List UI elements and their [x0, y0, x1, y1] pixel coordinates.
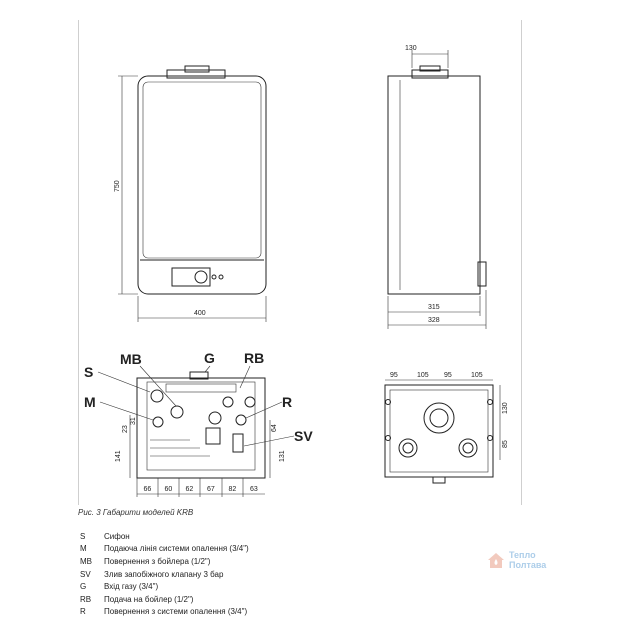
dim-bottom-5: 63: [250, 486, 258, 493]
dim-top: 130: [405, 45, 417, 52]
legend-code: RB: [80, 594, 92, 604]
dim-bottom-2: 62: [186, 486, 194, 493]
dim-depth-outer: 328: [428, 317, 440, 324]
legend-text: Подача на бойлер (1/2"): [104, 594, 194, 604]
watermark-logo: Тепло Полтава: [486, 550, 546, 570]
legend-text: Повернення з бойлера (1/2"): [104, 556, 211, 566]
dim-top-0: 95: [390, 372, 398, 379]
dim-depth-inner: 315: [428, 304, 440, 311]
legend-text: Подаюча лінія системи опалення (3/4"): [104, 544, 249, 554]
dim-top-3: 105: [471, 372, 483, 379]
legend-item: G Вхід газу (3/4"): [80, 580, 249, 593]
watermark-line1: Тепло: [509, 550, 536, 560]
dim-width: 400: [194, 310, 206, 317]
legend-code: SV: [80, 569, 91, 579]
legend-item: RB Подача на бойлер (1/2"): [80, 593, 249, 606]
top-view: 95 105 95 105 130 85: [384, 372, 509, 484]
house-icon: [488, 553, 504, 568]
dim-bottom-0: 66: [144, 486, 152, 493]
label-m: M: [84, 394, 96, 410]
legend-item: M Подаюча лінія системи опалення (3/4"): [80, 543, 249, 556]
dim-bottom-4: 82: [229, 486, 237, 493]
legend-code: R: [80, 607, 86, 617]
dim-top-right-0: 130: [502, 402, 509, 414]
dim-top-2: 95: [444, 372, 452, 379]
legend-code: G: [80, 582, 87, 592]
legend-text: Сифон: [104, 531, 130, 541]
legend-code: MB: [80, 556, 92, 566]
label-mb: MB: [120, 351, 142, 367]
legend-text: Повернення з системи опалення (3/4"): [104, 607, 248, 617]
technical-drawing: 750 400 130 315 328: [84, 45, 509, 497]
front-view: 750 400: [114, 65, 267, 322]
legend-code: M: [80, 544, 87, 554]
dim-left-0: 23: [122, 425, 129, 433]
dim-bottom-1: 60: [165, 486, 173, 493]
dim-right-0: 64: [271, 424, 278, 432]
dim-left-1: 31: [130, 417, 137, 425]
legend-item: S Сифон: [80, 530, 249, 543]
dim-bottom-3: 67: [207, 486, 215, 493]
label-rb: RB: [244, 350, 264, 366]
label-g: G: [204, 350, 215, 366]
legend-text: Вхід газу (3/4"): [104, 582, 159, 592]
dim-top-1: 105: [417, 372, 429, 379]
side-view: 130 315 328: [387, 45, 487, 329]
figure-caption: Рис. 3 Габарити моделей KRB: [78, 508, 194, 517]
dim-top-right-1: 85: [502, 440, 509, 448]
legend-text: Злив запобіжного клапану 3 бар: [104, 569, 224, 579]
label-r: R: [282, 394, 292, 410]
dim-height: 750: [114, 180, 121, 192]
legend-item: R Повернення з системи опалення (3/4"): [80, 606, 249, 619]
watermark-line2: Полтава: [509, 560, 547, 570]
legend-item: MB Повернення з бойлера (1/2"): [80, 555, 249, 568]
legend-code: S: [80, 531, 86, 541]
dim-right-1: 131: [279, 450, 286, 462]
legend: S Сифон M Подаюча лінія системи опалення (…: [80, 530, 249, 618]
dim-left-2: 141: [115, 450, 122, 462]
label-s: S: [84, 364, 93, 380]
legend-item: SV Злив запобіжного клапану 3 бар: [80, 568, 249, 581]
drawing-frame: [78, 20, 522, 505]
label-sv: SV: [294, 428, 313, 444]
